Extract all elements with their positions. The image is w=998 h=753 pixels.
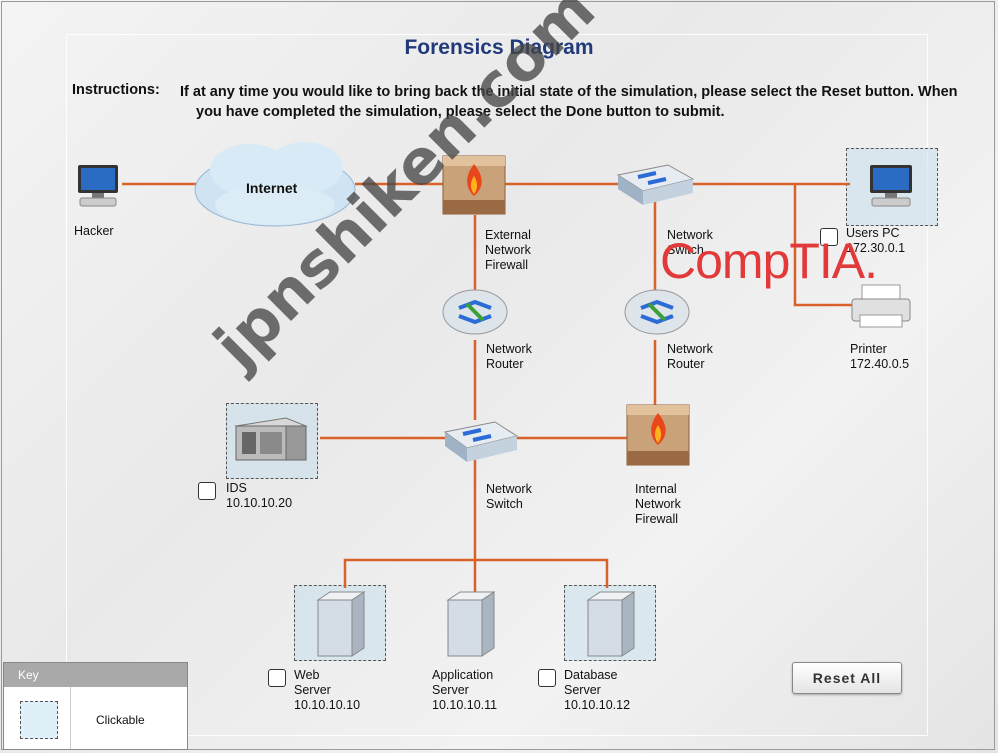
hacker-label: Hacker — [74, 224, 114, 238]
users-pc-label: Users PC 172.30.0.1 — [846, 226, 906, 255]
ids-checkbox[interactable] — [198, 482, 216, 500]
database-server-icon — [586, 591, 636, 657]
key-item-label: Clickable — [96, 713, 145, 727]
web-server-label: Web Server 10.10.10.10 — [294, 668, 361, 712]
web-server-icon — [316, 591, 366, 657]
web-server-checkbox[interactable] — [268, 669, 286, 687]
clickable-swatch — [20, 701, 58, 739]
printer-icon — [851, 284, 911, 328]
top-switch-label: Network Switch — [667, 228, 713, 257]
hacker-computer-icon — [78, 165, 118, 207]
database-server-label: Database Server 10.10.10.12 — [564, 668, 631, 712]
reset-all-button[interactable]: Reset All — [792, 662, 902, 694]
left-router-label: Network Router — [486, 342, 532, 371]
instructions-label: Instructions: — [72, 82, 160, 98]
application-server-label: Application Server 10.10.10.11 — [432, 668, 498, 712]
key-title: Key — [4, 663, 187, 687]
internal-firewall-icon — [626, 404, 690, 466]
right-router-label: Network Router — [667, 342, 713, 371]
printer-label: Printer 172.40.0.5 — [850, 342, 910, 371]
legend-key: Key Clickable — [3, 662, 188, 750]
external-firewall-label: External Network Firewall — [485, 228, 531, 272]
top-switch-icon — [616, 164, 695, 205]
link-switch-printer — [793, 184, 852, 307]
center-switch-label: Network Switch — [486, 482, 532, 511]
key-divider — [70, 687, 71, 749]
db-server-checkbox[interactable] — [538, 669, 556, 687]
internal-firewall-label: Internal Network Firewall — [635, 482, 681, 526]
network-links — [122, 182, 852, 592]
users-pc-checkbox[interactable] — [820, 228, 838, 246]
internet-label: Internet — [246, 180, 298, 196]
ids-appliance-icon — [234, 417, 308, 461]
comptia-logo: CompTIA. — [660, 233, 878, 289]
page-title: Forensics Diagram — [404, 36, 594, 59]
ids-label: IDS 10.10.10.20 — [226, 481, 293, 510]
users-pc-icon — [870, 165, 912, 207]
internet-cloud-icon — [194, 142, 356, 227]
external-firewall-icon — [442, 155, 506, 215]
application-server-icon — [446, 591, 496, 657]
instructions-text: If at any time you would like to bring b… — [180, 84, 958, 120]
right-router-icon — [624, 289, 690, 335]
center-switch-icon — [443, 421, 519, 462]
left-router-icon — [442, 289, 508, 335]
background-decoration — [66, 34, 928, 736]
